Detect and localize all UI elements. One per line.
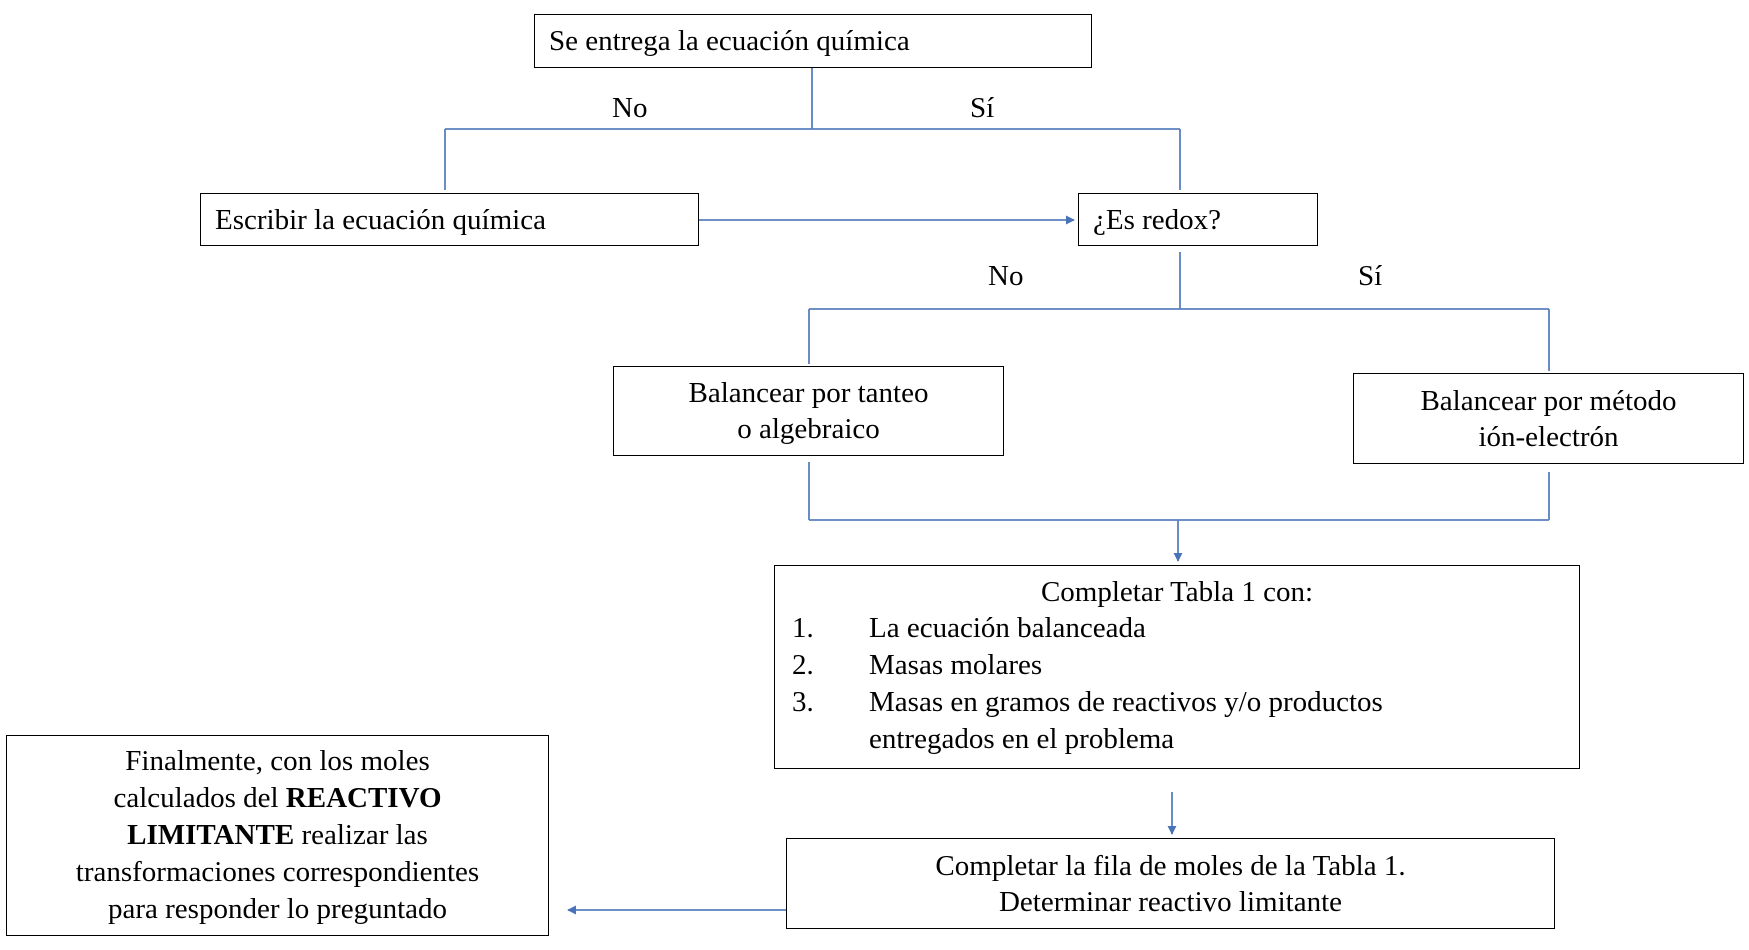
node-final-line-2-text: calculados del: [113, 782, 286, 814]
node-balance-ion-electron: Balancear por método ión-electrón: [1353, 373, 1744, 464]
list-item-text: Masas en gramos de reactivos y/o product…: [869, 686, 1383, 718]
node-final-bold-limitante: LIMITANTE: [127, 819, 295, 851]
branch-label-yes-2: Sí: [1358, 260, 1383, 292]
node-final-bold-reactivo: REACTIVO: [285, 782, 442, 814]
branch-label-yes-1: Sí: [970, 92, 995, 124]
list-item: 1. La ecuación balanceada: [775, 610, 1579, 647]
list-item-continuation-text: entregados en el problema: [869, 723, 1175, 755]
node-balance-trial-line-2: o algebraico: [737, 413, 880, 445]
node-complete-moles-line-1: Completar la fila de moles de la Tabla 1…: [935, 849, 1406, 882]
list-item-number: 1.: [792, 612, 814, 644]
list-item-text: Masas molares: [869, 649, 1043, 681]
node-balance-trial-line-1: Balancear por tanteo: [688, 377, 929, 409]
node-balance-trial: Balancear por tanteo o algebraico: [613, 366, 1004, 456]
node-is-redox: ¿Es redox?: [1078, 193, 1318, 246]
node-final-line-3-text: realizar las: [294, 819, 428, 851]
list-item-text: La ecuación balanceada: [869, 612, 1146, 644]
node-balance-ion-line-2: ión-electrón: [1478, 420, 1619, 453]
node-complete-table: Completar Tabla 1 con: 1. La ecuación ba…: [774, 565, 1580, 769]
node-complete-moles-line-2: Determinar reactivo limitante: [998, 885, 1342, 918]
list-item: 3. Masas en gramos de reactivos y/o prod…: [775, 684, 1579, 721]
node-complete-table-title: Completar Tabla 1 con:: [1040, 576, 1314, 608]
node-final-line-2: calculados del REACTIVO: [113, 780, 441, 817]
list-item-continuation: entregados en el problema: [775, 721, 1579, 758]
node-final-line-1: Finalmente, con los moles: [125, 745, 430, 777]
node-write-equation-text: Escribir la ecuación química: [215, 203, 546, 236]
node-final-line-5: para responder lo preguntado: [107, 893, 447, 925]
node-balance-ion-line-1: Balancear por método: [1420, 384, 1677, 417]
branch-label-no-2: No: [988, 260, 1024, 292]
node-final-line-4: transformaciones correspondientes: [75, 856, 480, 888]
list-item: 2. Masas molares: [775, 647, 1579, 684]
branch-label-no-1: No: [612, 92, 648, 124]
node-is-redox-text: ¿Es redox?: [1093, 203, 1222, 236]
list-item-number: 2.: [792, 649, 814, 681]
node-complete-table-list: 1. La ecuación balanceada 2. Masas molar…: [775, 610, 1579, 758]
node-start-text: Se entrega la ecuación química: [549, 25, 910, 57]
list-item-number-spacer: [775, 721, 869, 758]
node-complete-moles: Completar la fila de moles de la Tabla 1…: [786, 838, 1555, 929]
node-final: Finalmente, con los moles calculados del…: [6, 735, 549, 936]
node-final-line-3: LIMITANTE realizar las: [127, 817, 428, 854]
node-start: Se entrega la ecuación química: [534, 14, 1092, 68]
node-write-equation: Escribir la ecuación química: [200, 193, 699, 246]
list-item-number: 3.: [792, 686, 814, 718]
